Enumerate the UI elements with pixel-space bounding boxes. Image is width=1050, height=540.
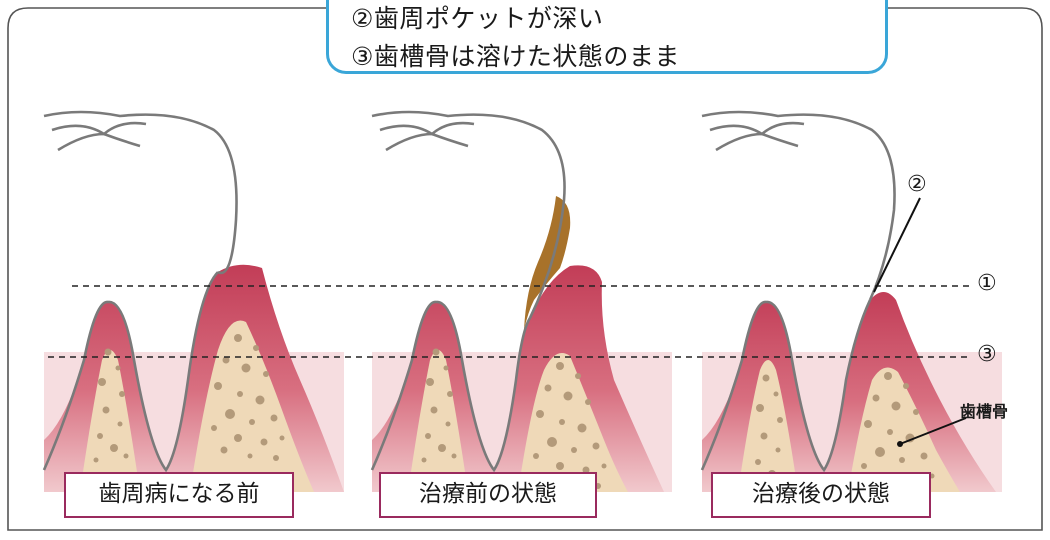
leader-line-2	[873, 197, 921, 293]
panel-after-treatment	[700, 110, 1002, 499]
marker-3: ③	[977, 342, 997, 367]
marker-1: ①	[977, 271, 997, 296]
tooth-outline	[700, 299, 872, 473]
tooth-cusp	[51, 121, 147, 152]
outer-frame	[7, 7, 1043, 531]
leader-line-bone	[899, 417, 967, 445]
tooth-cusp	[709, 121, 805, 152]
panel-before-treatment	[370, 110, 672, 492]
tooth-cusp	[379, 121, 475, 152]
callout-line-pocket: ②歯周ポケットが深い	[351, 4, 604, 33]
bone	[738, 360, 798, 492]
tooth-outline	[371, 110, 566, 319]
tooth-outline	[42, 271, 219, 473]
panel-before-disease	[42, 110, 344, 492]
tooth-outline	[370, 300, 532, 473]
callout-line-bone: ③歯槽骨は溶けた状態のまま	[351, 42, 680, 71]
marker-2: ②	[907, 172, 927, 197]
tooth-outline	[43, 110, 238, 275]
caption-before-disease: 歯周病になる前	[64, 472, 294, 518]
alveolar-bone-label: 歯槽骨	[960, 402, 1009, 421]
callout-box: ②歯周ポケットが深い ③歯槽骨は溶けた状態のまま	[326, 0, 888, 74]
caption-before-treatment: 治療前の状態	[379, 472, 597, 518]
caption-after-treatment: 治療後の状態	[711, 472, 931, 518]
tooth-outline	[701, 110, 896, 301]
